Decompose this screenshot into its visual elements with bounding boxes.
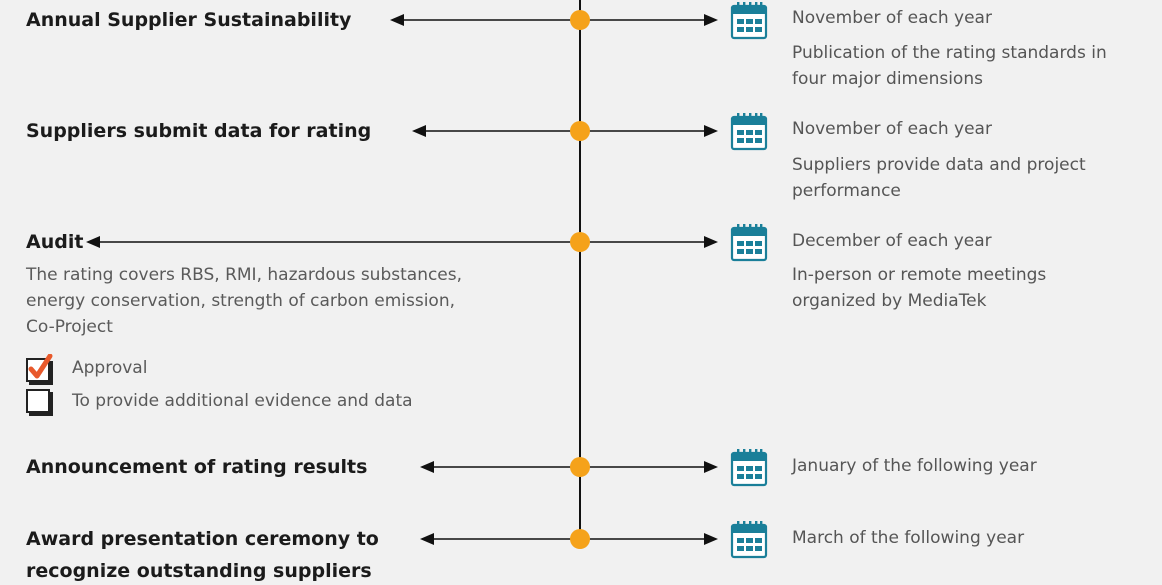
stage-3-connector: [86, 222, 768, 262]
stage-4-connector: [420, 447, 768, 487]
stage-3-detail: In-person or remote meetings organized b…: [792, 265, 1047, 311]
stage-5-connector: [420, 519, 768, 559]
stage-5-date: March of the following year: [792, 528, 1025, 548]
stage-1-date: November of each year: [792, 8, 992, 28]
calendar-icon: [730, 222, 768, 262]
calendar-icon: [730, 519, 768, 559]
stage-1-title: Annual Supplier Sustainability: [26, 9, 352, 31]
option-approval: Approval: [26, 353, 148, 385]
option-additional-evidence-label: To provide additional evidence and data: [72, 391, 413, 411]
stage-2-title: Suppliers submit data for rating: [26, 120, 372, 142]
stage-3-description: The rating covers RBS, RMI, hazardous su…: [26, 265, 463, 337]
stage-5-dot: [570, 529, 590, 549]
stage-3-dot: [570, 232, 590, 252]
stage-5-title-line-2: recognize outstanding suppliers: [26, 560, 372, 582]
stage-2-connector: [412, 111, 768, 151]
stage-1-connector: [390, 0, 768, 40]
stage-1-dot: [570, 10, 590, 30]
stage-2-dot: [570, 121, 590, 141]
stage-3-date: December of each year: [792, 231, 992, 251]
calendar-icon: [730, 111, 768, 151]
stage-3-title: Audit: [26, 231, 84, 253]
calendar-icon: [730, 0, 768, 40]
stage-2-detail: Suppliers provide data and project perfo…: [792, 155, 1086, 201]
checkbox-checked-icon: [26, 353, 56, 385]
checkbox-unchecked-icon: [26, 387, 56, 416]
calendar-icon: [730, 447, 768, 487]
stage-4-title: Announcement of rating results: [26, 456, 368, 478]
stage-1-detail: Publication of the rating standards in f…: [792, 43, 1107, 89]
option-additional-evidence: To provide additional evidence and data: [26, 387, 413, 416]
stage-4-dot: [570, 457, 590, 477]
option-approval-label: Approval: [72, 358, 148, 378]
stage-4-date: January of the following year: [792, 456, 1037, 476]
stage-5-title-line-1: Award presentation ceremony to: [26, 528, 379, 550]
stage-2-date: November of each year: [792, 119, 992, 139]
